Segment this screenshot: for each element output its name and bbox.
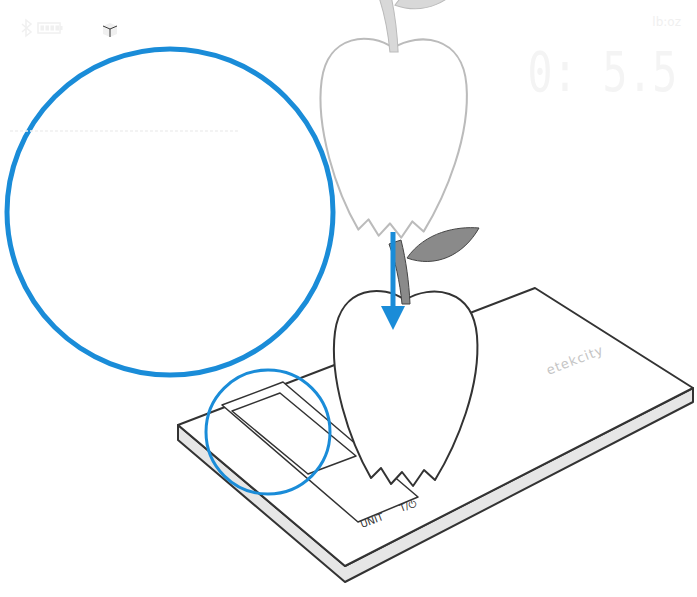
cube-icon: [103, 23, 117, 37]
bluetooth-icon: [22, 20, 31, 36]
highlight-circle: [206, 370, 330, 494]
display-icons: [0, 0, 252, 145]
battery-tip: [60, 26, 63, 30]
battery-bar: [46, 26, 50, 31]
battery-icon: [38, 23, 60, 33]
cube-edge: [103, 26, 117, 37]
dashed-line: [10, 130, 240, 132]
battery-bar: [41, 26, 45, 31]
unit-indicator: lb:oz: [652, 16, 681, 28]
battery-bar: [51, 26, 55, 31]
weight-reading: 0: 5.5: [527, 44, 677, 100]
magnifier-circle: [7, 49, 333, 375]
arrow-head: [381, 306, 405, 330]
display-panel: lb:oz0: 5.5: [0, 0, 252, 145]
down-arrow: [391, 232, 396, 310]
battery-bar: [56, 26, 60, 31]
display-window: [232, 393, 356, 474]
apple-faded: [320, 0, 468, 238]
apple: [334, 228, 479, 486]
